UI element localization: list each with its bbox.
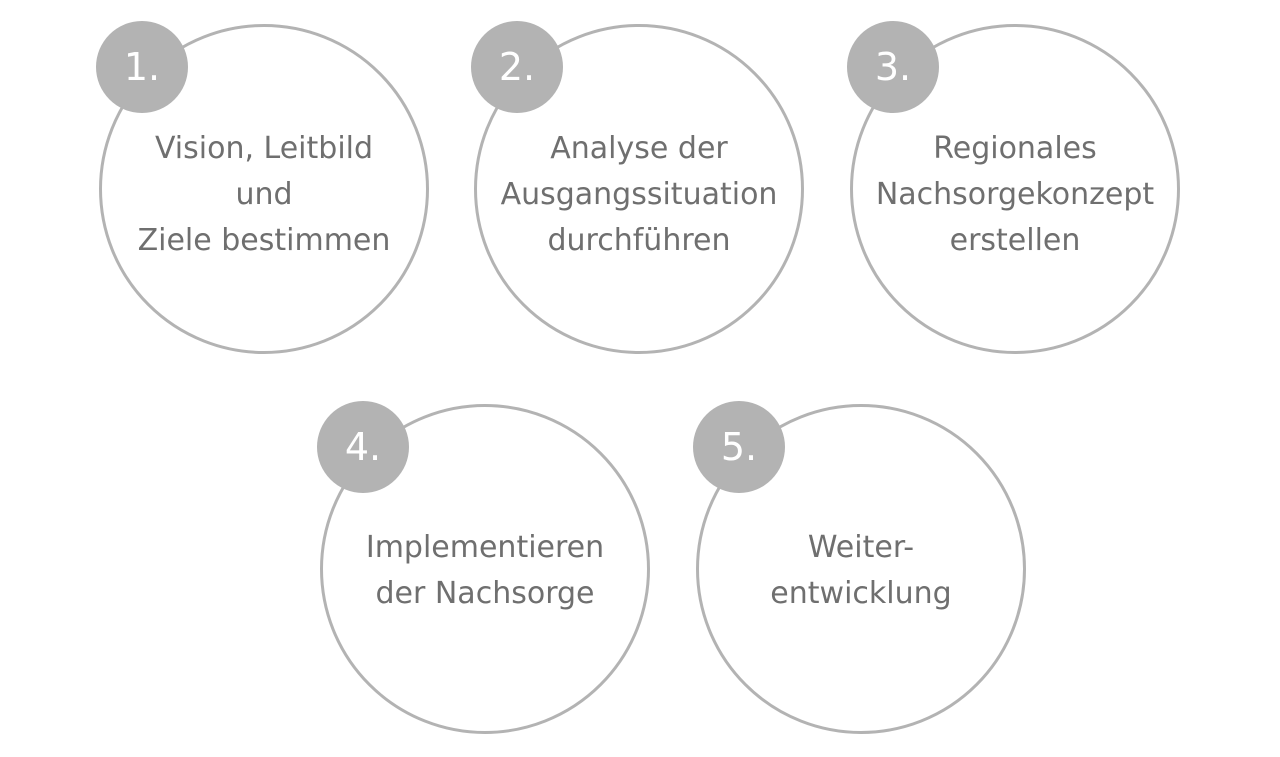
step-label-line: Analyse der <box>550 131 728 166</box>
step-label-line: entwicklung <box>770 576 952 611</box>
step-label: Analyse der Ausgangssituation durchführe… <box>494 126 784 264</box>
step-label-line: der Nachsorge <box>375 576 595 611</box>
step-label-line: Weiter- <box>807 530 915 565</box>
step-label-line: durchführen <box>547 223 731 258</box>
step-label-line: Implementieren <box>365 530 605 565</box>
step-label: Implementieren der Nachsorge <box>340 525 630 617</box>
step-number-badge: 3. <box>847 21 939 113</box>
step-4: Implementieren der Nachsorge 4. <box>317 401 650 734</box>
step-label-line: Regionales <box>933 131 1097 166</box>
step-number-badge: 2. <box>471 21 563 113</box>
step-label-line: Nachsorgekonzept <box>875 177 1155 212</box>
step-label-line: Vision, Leitbild <box>154 131 374 166</box>
step-label-line: Ausgangssituation <box>500 177 778 212</box>
step-label-line: Ziele bestimmen <box>137 223 391 258</box>
step-label-line: erstellen <box>949 223 1081 258</box>
step-1: Vision, Leitbild und Ziele bestimmen 1. <box>96 21 429 354</box>
step-label-line: und <box>235 177 293 212</box>
step-number-badge: 1. <box>96 21 188 113</box>
step-5: Weiter- entwicklung 5. <box>693 401 1026 734</box>
step-2: Analyse der Ausgangssituation durchführe… <box>471 21 804 354</box>
step-number-badge: 5. <box>693 401 785 493</box>
step-label: Weiter- entwicklung <box>716 525 1006 617</box>
step-3: Regionales Nachsorgekonzept erstellen 3. <box>847 21 1180 354</box>
step-label: Regionales Nachsorgekonzept erstellen <box>870 126 1160 264</box>
step-number-badge: 4. <box>317 401 409 493</box>
step-label: Vision, Leitbild und Ziele bestimmen <box>119 126 409 264</box>
